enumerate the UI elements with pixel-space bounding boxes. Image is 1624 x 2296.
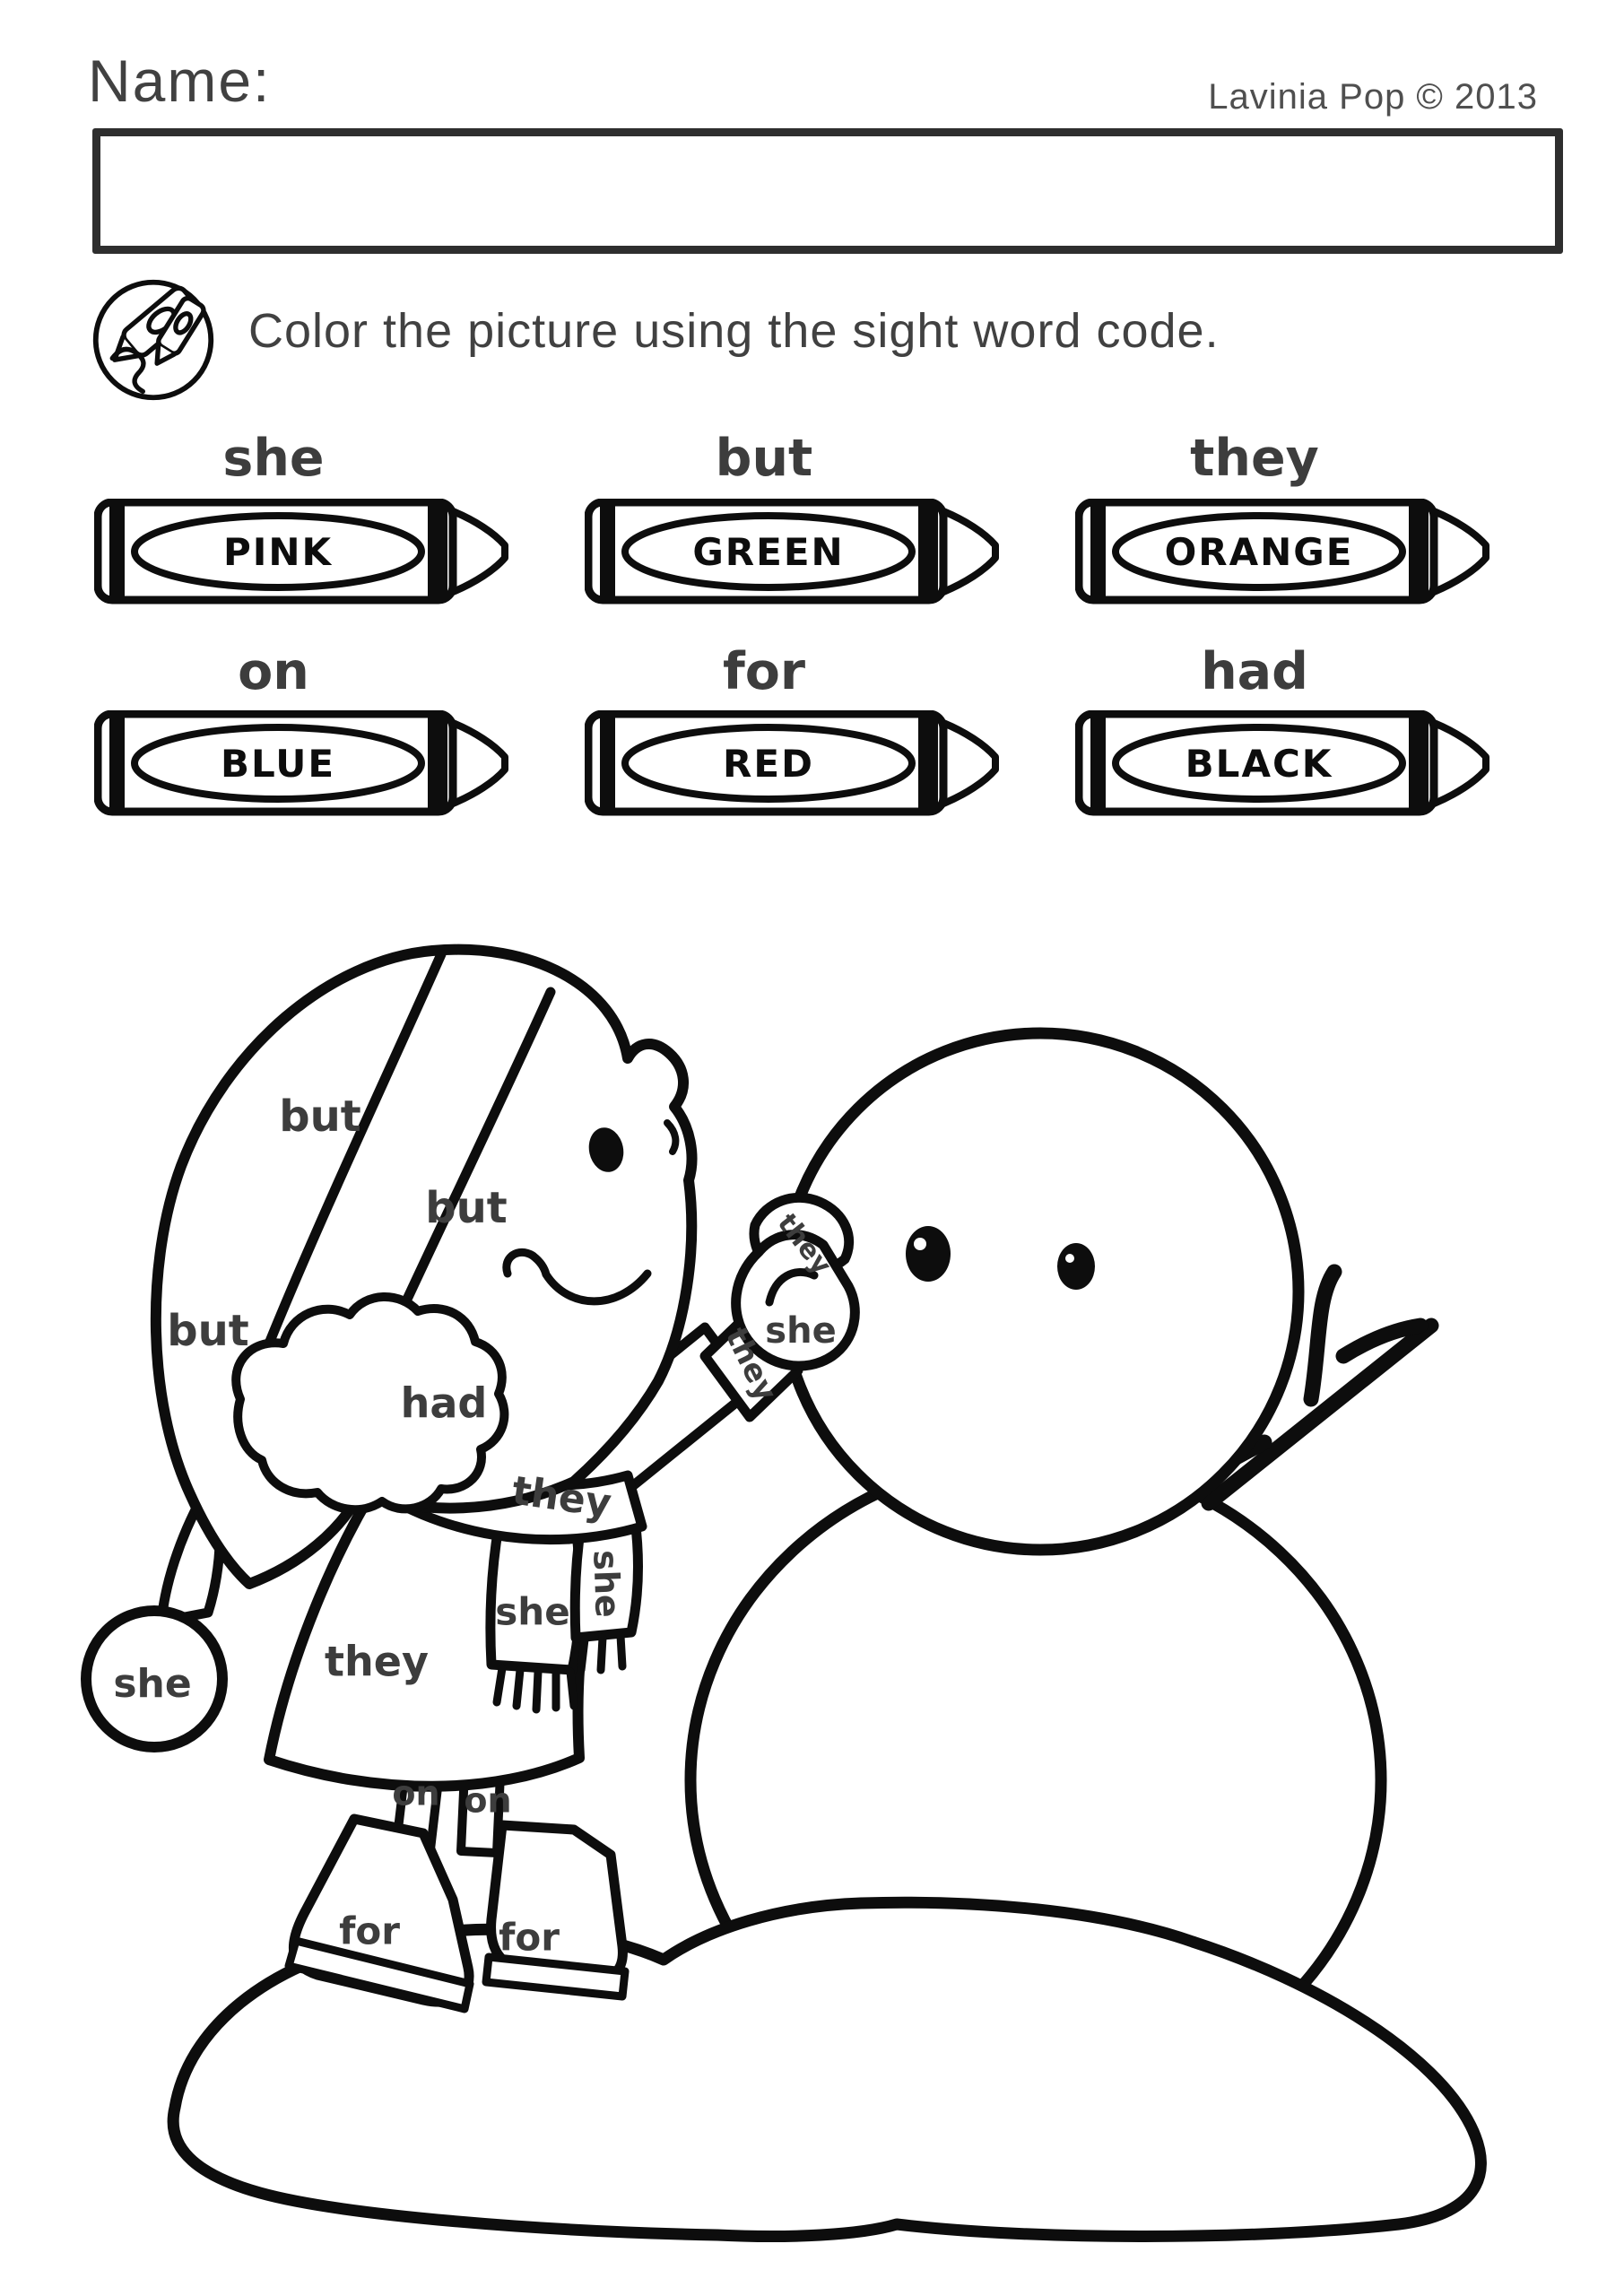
girl-mitten: [731, 1230, 860, 1371]
girl-figure: [81, 944, 860, 2013]
picture-word-label: on: [464, 1781, 511, 1821]
name-label: Name:: [88, 48, 272, 114]
key-word-they: they: [1190, 429, 1319, 488]
crayons-circle-icon: [88, 274, 219, 405]
picture-word-label: but: [279, 1091, 360, 1142]
key-word-she: she: [222, 429, 325, 488]
copyright-text: Lavinia Pop © 2013: [1208, 77, 1538, 117]
crayon-blue: BLUE: [94, 710, 516, 816]
crayon-red: RED: [585, 710, 1006, 816]
crayon-orange: ORANGE: [1075, 499, 1497, 604]
picture-word-label: for: [499, 1916, 560, 1960]
picture-word-label: on: [392, 1774, 439, 1813]
picture-word-label: but: [425, 1183, 507, 1233]
picture-word-label: but: [167, 1306, 248, 1356]
crayon-color-label: PINK: [223, 530, 333, 574]
instruction-text: Color the picture using the sight word c…: [248, 304, 1220, 358]
picture-word-label: she: [495, 1590, 569, 1634]
girl-smile: [502, 1248, 652, 1306]
snowman-head: [776, 1027, 1305, 1556]
girl-boots: [284, 1813, 630, 2013]
crayon-pink: PINK: [94, 499, 516, 604]
picture-word-label: for: [339, 1909, 400, 1953]
picture-word-label: they: [325, 1638, 429, 1686]
crayon-green: GREEN: [585, 499, 1006, 604]
crayon-color-label: RED: [723, 742, 814, 786]
crayon-color-label: BLACK: [1185, 742, 1333, 786]
key-word-for: for: [722, 642, 806, 701]
girl-hat-pompom: [81, 1605, 228, 1752]
key-word-but: but: [715, 429, 813, 488]
crayon-color-label: BLUE: [221, 742, 335, 786]
girl-eye: [588, 1127, 624, 1172]
picture-word-label: had: [401, 1379, 488, 1428]
name-input-box[interactable]: [92, 128, 1563, 254]
girl-face: [502, 1119, 680, 1306]
key-word-on: on: [238, 642, 309, 701]
crayon-black: BLACK: [1075, 710, 1497, 816]
picture-word-label: she: [586, 1549, 628, 1618]
snowman-eyes: [906, 1226, 1095, 1290]
picture-word-label: she: [765, 1310, 836, 1352]
girl-scarf-tails: [485, 1514, 643, 1714]
crayon-color-label: GREEN: [692, 530, 844, 574]
key-word-had: had: [1201, 642, 1308, 701]
crayon-color-label: ORANGE: [1165, 530, 1354, 574]
picture-word-label: she: [113, 1661, 191, 1707]
girl-hair: [231, 1292, 509, 1515]
